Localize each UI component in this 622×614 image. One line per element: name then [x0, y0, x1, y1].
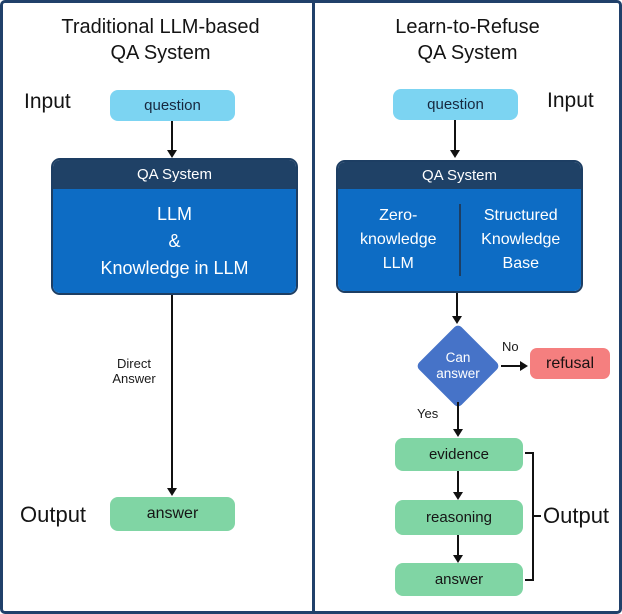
no-branch-label: No [502, 339, 519, 354]
arrow-evidence-to-reasoning [453, 471, 463, 500]
output-bracket-tick [534, 515, 541, 517]
left-input-label: Input [24, 90, 71, 113]
refusal-node: refusal [530, 348, 610, 379]
right-title-line1: Learn-to-Refuse [395, 16, 540, 38]
arrow-line [171, 295, 173, 489]
left-edge-label-direct-answer: Direct Answer [112, 356, 156, 386]
right-input-label: Input [547, 89, 594, 112]
arrow-decision-to-evidence [453, 402, 463, 437]
arrow-head-icon [520, 361, 528, 371]
arrow-head-icon [450, 150, 460, 158]
arrow-line [456, 293, 458, 317]
right-qa-system-box: QA System Zero-knowledge LLM Structured … [336, 160, 583, 293]
arrow-line [457, 471, 459, 493]
arrow-head-icon [167, 150, 177, 158]
left-output-label: Output [20, 502, 87, 527]
left-qa-body-line2: & [168, 230, 181, 251]
left-arrow-question-to-qa [167, 121, 177, 158]
arrow-head-icon [167, 488, 177, 496]
right-arrow-question-to-qa [450, 120, 460, 158]
left-qa-body-line3: Knowledge in LLM [100, 257, 249, 278]
right-qa-header: QA System [338, 162, 581, 189]
right-qa-module-kb-label: Structured Knowledge Base [481, 207, 561, 272]
right-qa-body: Zero-knowledge LLM Structured Knowledge … [338, 189, 581, 291]
arrow-decision-to-refusal [501, 361, 528, 371]
right-qa-module-llm-label: Zero-knowledge LLM [360, 207, 437, 272]
right-panel-title: Learn-to-Refuse QA System [325, 14, 610, 66]
reasoning-node: reasoning [395, 500, 523, 535]
arrow-line [171, 121, 173, 151]
right-title-line2: QA System [417, 42, 518, 64]
left-qa-body: LLM & Knowledge in LLM [53, 189, 296, 293]
arrow-line [457, 535, 459, 556]
left-panel-title: Traditional LLM-based QA System [18, 14, 303, 66]
left-question-node: question [110, 90, 235, 121]
left-qa-body-line1: LLM [156, 203, 192, 224]
left-title-line2: QA System [110, 42, 211, 64]
arrow-head-icon [452, 316, 462, 324]
output-bracket [525, 452, 534, 581]
panel-divider [312, 3, 315, 611]
right-question-node: question [393, 89, 518, 120]
arrow-head-icon [453, 492, 463, 500]
arrow-line [454, 120, 456, 151]
arrow-head-icon [453, 429, 463, 437]
arrow-line [501, 365, 521, 367]
arrow-head-icon [453, 555, 463, 563]
left-qa-header: QA System [53, 160, 296, 189]
evidence-node: evidence [395, 438, 523, 471]
right-output-label: Output [543, 503, 610, 528]
arrow-reasoning-to-answer [453, 535, 463, 563]
left-qa-system-box: QA System LLM & Knowledge in LLM [51, 158, 298, 295]
left-arrow-qa-to-answer [167, 295, 177, 496]
right-qa-module-kb: Structured Knowledge Base [458, 204, 582, 276]
right-qa-module-llm: Zero-knowledge LLM [338, 204, 459, 276]
right-arrow-qa-to-decision [452, 293, 462, 324]
decision-label: Can answer [436, 350, 480, 381]
right-answer-node: answer [395, 563, 523, 596]
left-answer-node: answer [110, 497, 235, 531]
yes-branch-label: Yes [417, 406, 439, 421]
left-title-line1: Traditional LLM-based [61, 16, 260, 38]
arrow-line [457, 402, 459, 430]
